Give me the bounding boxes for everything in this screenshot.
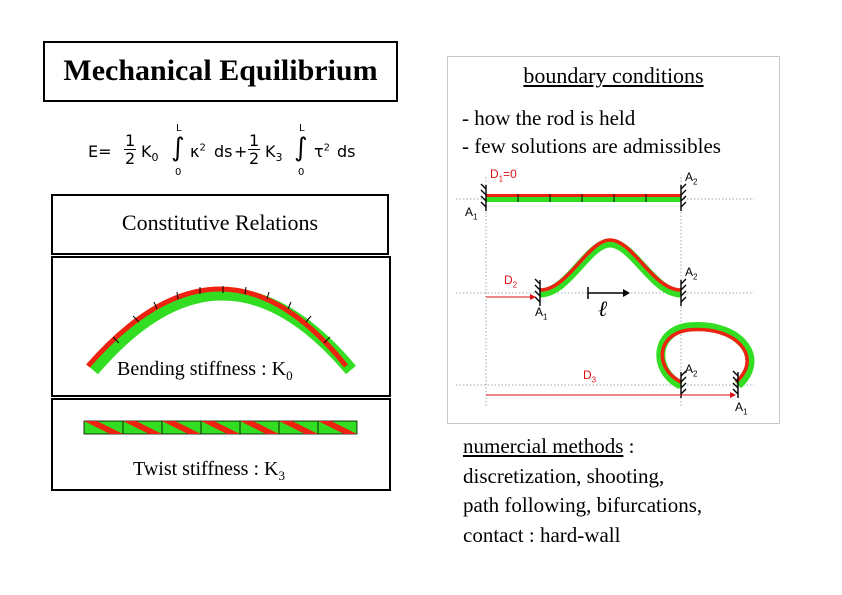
integral-1-sign: ∫: [171, 133, 185, 163]
bending-caption: Bending stiffness : K0: [117, 358, 293, 383]
formula-k3: K3: [265, 142, 283, 165]
numerical-line-1: discretization, shooting,: [463, 463, 665, 488]
label-a1-case3: A1: [735, 400, 748, 417]
label-a1-case2: A1: [535, 305, 548, 322]
formula-kappa-sq: κ2: [190, 142, 206, 161]
label-a1-case1: A1: [465, 205, 478, 222]
numerical-line-3: contact : hard-wall: [463, 522, 621, 547]
twisted-rod-illustration: [83, 420, 358, 435]
bending-box: Bending stiffness : K0: [51, 256, 391, 397]
bullet-admissible: - few solutions are admissibles: [462, 134, 721, 158]
boundary-conditions-panel: boundary conditions - how the rod is hel…: [447, 56, 780, 424]
integral-2-lower: 0: [298, 167, 305, 178]
numerical-heading: numercial methods: [463, 434, 624, 458]
integral-1-upper: L: [176, 123, 182, 134]
boundary-diagram: [456, 177, 755, 407]
numerical-methods: numercial methods : discretization, shoo…: [463, 432, 702, 550]
constitutive-heading: Constitutive Relations: [121, 210, 319, 235]
numerical-heading-line: numercial methods :: [463, 434, 635, 458]
integral-2-upper: L: [299, 123, 305, 134]
formula-ds-2: ds: [337, 142, 356, 161]
constitutive-header: Constitutive Relations: [51, 194, 389, 255]
integral-1-lower: 0: [175, 167, 182, 178]
label-a2-case1: A2: [685, 170, 698, 187]
bent-rod-illustration: [86, 286, 356, 375]
bullet-how-held: - how the rod is held: [462, 106, 636, 130]
twist-box: Twist stiffness : K3: [51, 398, 391, 491]
label-a2-case2: A2: [685, 265, 698, 282]
label-a2-case3: A2: [685, 362, 698, 379]
label-ell: ℓ: [598, 296, 608, 321]
numerical-line-2: path following, bifurcations,: [463, 493, 703, 517]
label-d3: D3: [583, 368, 597, 385]
formula-lhs: E=: [88, 142, 112, 161]
twist-caption: Twist stiffness : K3: [133, 458, 285, 483]
page-title: Mechanical Equilibrium: [63, 54, 378, 87]
formula-k0: K0: [141, 142, 159, 165]
formula-ds-1: ds: [214, 142, 233, 161]
label-d2: D2: [504, 273, 518, 290]
title-box: Mechanical Equilibrium: [43, 41, 398, 102]
formula-plus: +: [234, 142, 248, 161]
integral-2-sign: ∫: [294, 133, 308, 163]
label-d1: D1=0: [490, 167, 517, 184]
boundary-heading: boundary conditions: [523, 63, 704, 88]
formula-tau-sq: τ2: [314, 142, 331, 161]
